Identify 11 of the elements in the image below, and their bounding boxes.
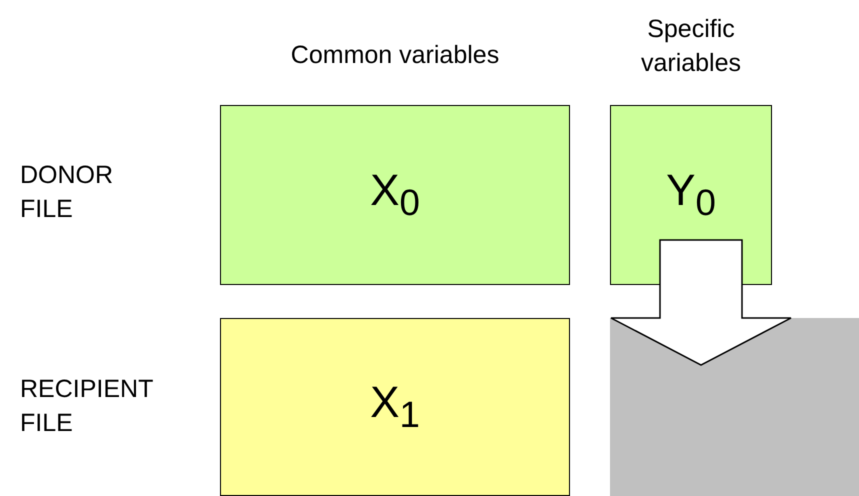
variable-symbol: X$_{1}$ xyxy=(370,378,420,436)
variable-symbol: Y$_{0}$ xyxy=(666,166,716,224)
donor-common-box xyxy=(220,105,570,285)
variable-symbol: X$_{0}$ xyxy=(370,166,420,224)
recipient-common-box xyxy=(220,318,570,496)
column-heading: Specific variables xyxy=(640,14,742,79)
row-heading: RECIPIENT FILE xyxy=(20,374,154,439)
block-arrow xyxy=(610,239,792,366)
row-heading: DONOR FILE xyxy=(20,160,114,225)
column-heading: Common variables xyxy=(290,40,500,71)
recipient-missing-box xyxy=(610,318,859,496)
